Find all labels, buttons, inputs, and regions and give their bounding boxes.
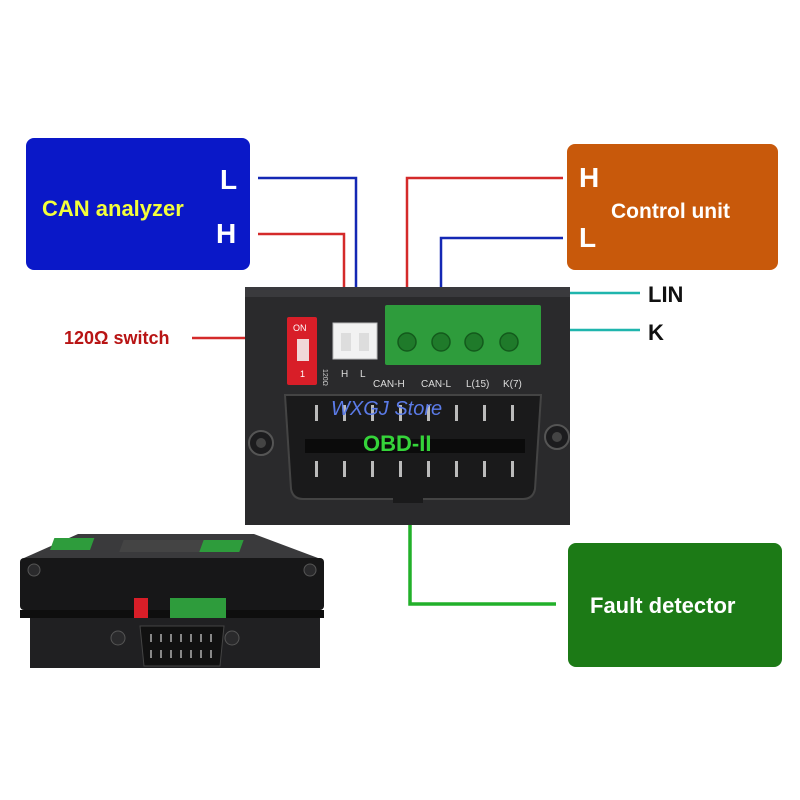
obd-pins-top [315, 405, 514, 421]
terminal-label-can-l: CAN-L [421, 379, 451, 390]
can-analyzer-pin-l: L [220, 164, 238, 195]
terminal-label-can-h: CAN-H [373, 379, 405, 390]
lin-label: LIN [648, 282, 684, 307]
white-connector [332, 322, 378, 360]
obd-pins-bottom [315, 461, 514, 477]
wire-can-analyzer-l [258, 176, 358, 330]
control-unit-pin-h: H [579, 162, 600, 193]
can-analyzer-title: CAN analyzer [42, 196, 184, 221]
connector-l-label: L [360, 369, 366, 380]
device-side-photo [20, 534, 324, 668]
wire-control-unit-h [405, 176, 563, 330]
dip-side-label: 120Ω [321, 369, 328, 386]
obd-label: OBD-II [363, 431, 431, 456]
can-analyzer-box: CAN analyzer L H [26, 138, 250, 270]
k-label: K [648, 320, 664, 345]
fault-detector-box: Fault detector [568, 543, 782, 667]
connector-h-label: H [341, 369, 348, 380]
dip-on-label: ON [293, 323, 307, 333]
control-unit-pin-l: L [579, 222, 597, 253]
control-unit-title: Control unit [611, 200, 730, 223]
switch-label: 120Ω switch [64, 328, 170, 348]
terminal-label-l15: L(15) [466, 379, 489, 390]
small-obd-port [139, 625, 225, 667]
fault-detector-title: Fault detector [590, 593, 736, 618]
can-analyzer-pin-h: H [216, 218, 237, 249]
control-unit-box: H Control unit L [567, 144, 778, 270]
small-dip-switch [134, 598, 148, 622]
device-photo: ON 1 120Ω H L CAN-H CAN-L L(15) K(7) WXG… [245, 287, 570, 525]
terminal-block [385, 305, 541, 365]
watermark: WXGJ Store [331, 398, 442, 420]
wire-fault-detector [408, 498, 556, 606]
terminal-label-k7: K(7) [503, 379, 522, 390]
dip-number-label: 1 [300, 369, 305, 379]
